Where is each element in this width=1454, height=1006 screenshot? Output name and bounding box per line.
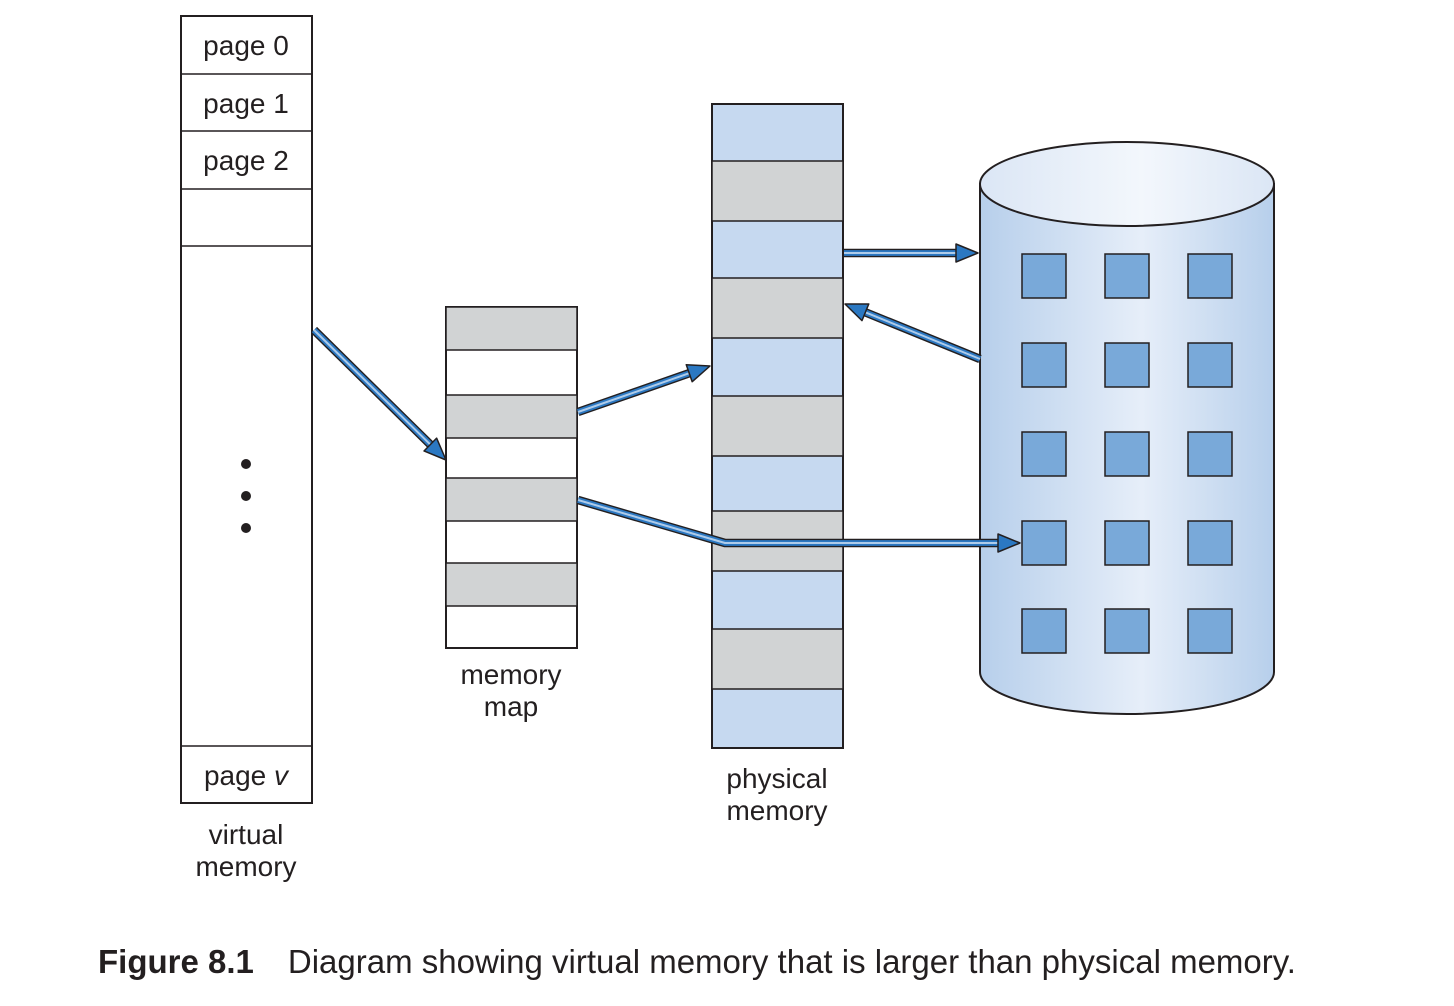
disk-block [1104, 520, 1150, 566]
virtual-memory-label-line2: memory [195, 851, 296, 882]
physical-frame-used [711, 628, 844, 690]
virtual-memory-label-line1: virtual [209, 819, 284, 850]
disk-block [1104, 253, 1150, 299]
physical-frame-used [711, 395, 844, 457]
figure-number: Figure 8.1 [98, 943, 254, 980]
disk-block [1021, 431, 1067, 477]
disk-block [1187, 431, 1233, 477]
disk-block [1104, 431, 1150, 477]
memory-map: memory map [445, 306, 578, 722]
physical-frame-used [711, 160, 844, 222]
disk-blocks [1021, 253, 1233, 654]
memory-map-entry [445, 477, 578, 522]
virtual-memory: page 0 page 1 page 2 page v virtual memo… [180, 15, 313, 882]
page-v-label: page v [204, 760, 290, 791]
disk-block [1021, 342, 1067, 388]
arrow-disk-to-physical [844, 303, 982, 363]
disk-cylinder [979, 141, 1275, 715]
arrow-physical-to-disk [844, 243, 979, 263]
disk-block [1021, 520, 1067, 566]
disk-block [1104, 608, 1150, 654]
physical-memory: physical memory [711, 103, 844, 826]
arrow-virtual-to-map [310, 326, 447, 461]
arrow-map-to-physical [576, 363, 711, 417]
disk-block [1187, 342, 1233, 388]
physical-memory-label-line1: physical [726, 763, 827, 794]
physical-memory-label-line2: memory [726, 795, 827, 826]
mapping-arrows [310, 243, 1021, 553]
memory-map-entry [445, 394, 578, 439]
page-0-label: page 0 [203, 30, 289, 61]
virtual-memory-frame [180, 15, 313, 804]
disk-block [1187, 253, 1233, 299]
page-1-label: page 1 [203, 88, 289, 119]
disk-block [1187, 520, 1233, 566]
memory-map-entry [445, 306, 578, 351]
disk-block [1021, 608, 1067, 654]
figure-caption: Figure 8.1 Diagram showing virtual memory… [98, 943, 1296, 981]
physical-frame-used [711, 277, 844, 339]
disk-block [1021, 253, 1067, 299]
memory-map-label-line2: map [484, 691, 538, 722]
disk-block [1104, 342, 1150, 388]
page-2-label: page 2 [203, 145, 289, 176]
ellipsis-dots [241, 459, 251, 533]
arrow-map-to-disk [576, 495, 1021, 553]
caption-text: Diagram showing virtual memory that is l… [287, 943, 1296, 980]
disk-block [1187, 608, 1233, 654]
memory-map-label-line1: memory [460, 659, 561, 690]
memory-map-entry [445, 562, 578, 607]
